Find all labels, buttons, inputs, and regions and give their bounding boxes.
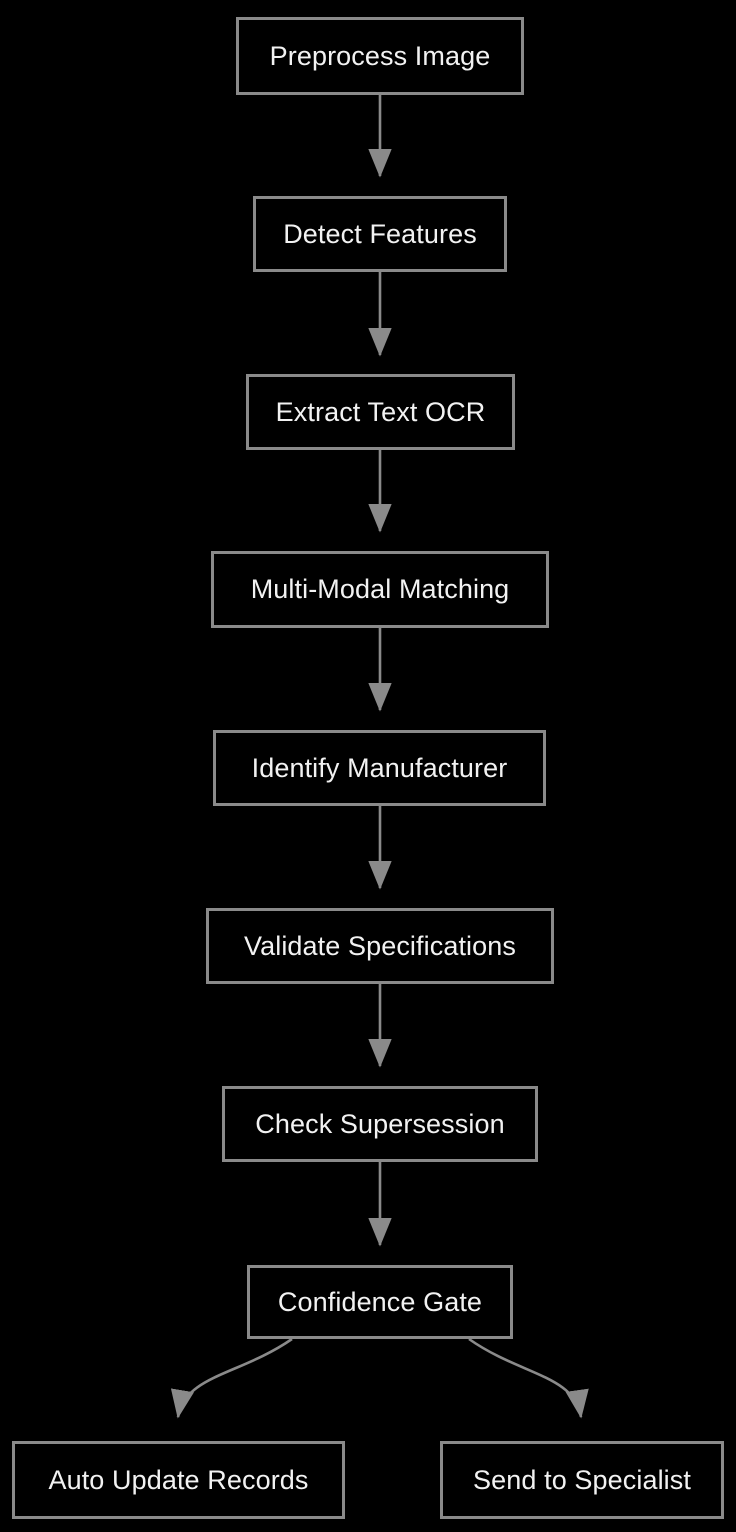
node-label: Detect Features <box>283 218 477 249</box>
node-multi-modal-matching[interactable]: Multi-Modal Matching <box>211 551 549 628</box>
node-detect-features[interactable]: Detect Features <box>253 196 507 272</box>
node-preprocess-image[interactable]: Preprocess Image <box>236 17 524 95</box>
node-validate-specifications[interactable]: Validate Specifications <box>206 908 554 984</box>
node-label: Confidence Gate <box>277 1286 483 1317</box>
node-label: Send to Specialist <box>473 1464 691 1495</box>
node-label: Extract Text OCR <box>275 396 486 427</box>
node-extract-text-ocr[interactable]: Extract Text OCR <box>246 374 515 450</box>
node-label: Auto Update Records <box>48 1464 309 1495</box>
node-confidence-gate[interactable]: Confidence Gate <box>247 1265 513 1339</box>
node-send-to-specialist[interactable]: Send to Specialist <box>440 1441 724 1519</box>
node-label: Preprocess Image <box>269 40 491 71</box>
node-label: Identify Manufacturer <box>251 752 508 783</box>
node-label: Check Supersession <box>255 1108 505 1139</box>
node-identify-manufacturer[interactable]: Identify Manufacturer <box>213 730 546 806</box>
edge-confidence-gate-to-send-to-specialist <box>468 1337 589 1419</box>
node-auto-update-records[interactable]: Auto Update Records <box>12 1441 345 1519</box>
edge-confidence-gate-to-auto-update-records <box>170 1337 293 1419</box>
node-check-supersession[interactable]: Check Supersession <box>222 1086 538 1162</box>
node-label: Multi-Modal Matching <box>250 574 510 604</box>
node-label: Validate Specifications <box>244 930 516 961</box>
